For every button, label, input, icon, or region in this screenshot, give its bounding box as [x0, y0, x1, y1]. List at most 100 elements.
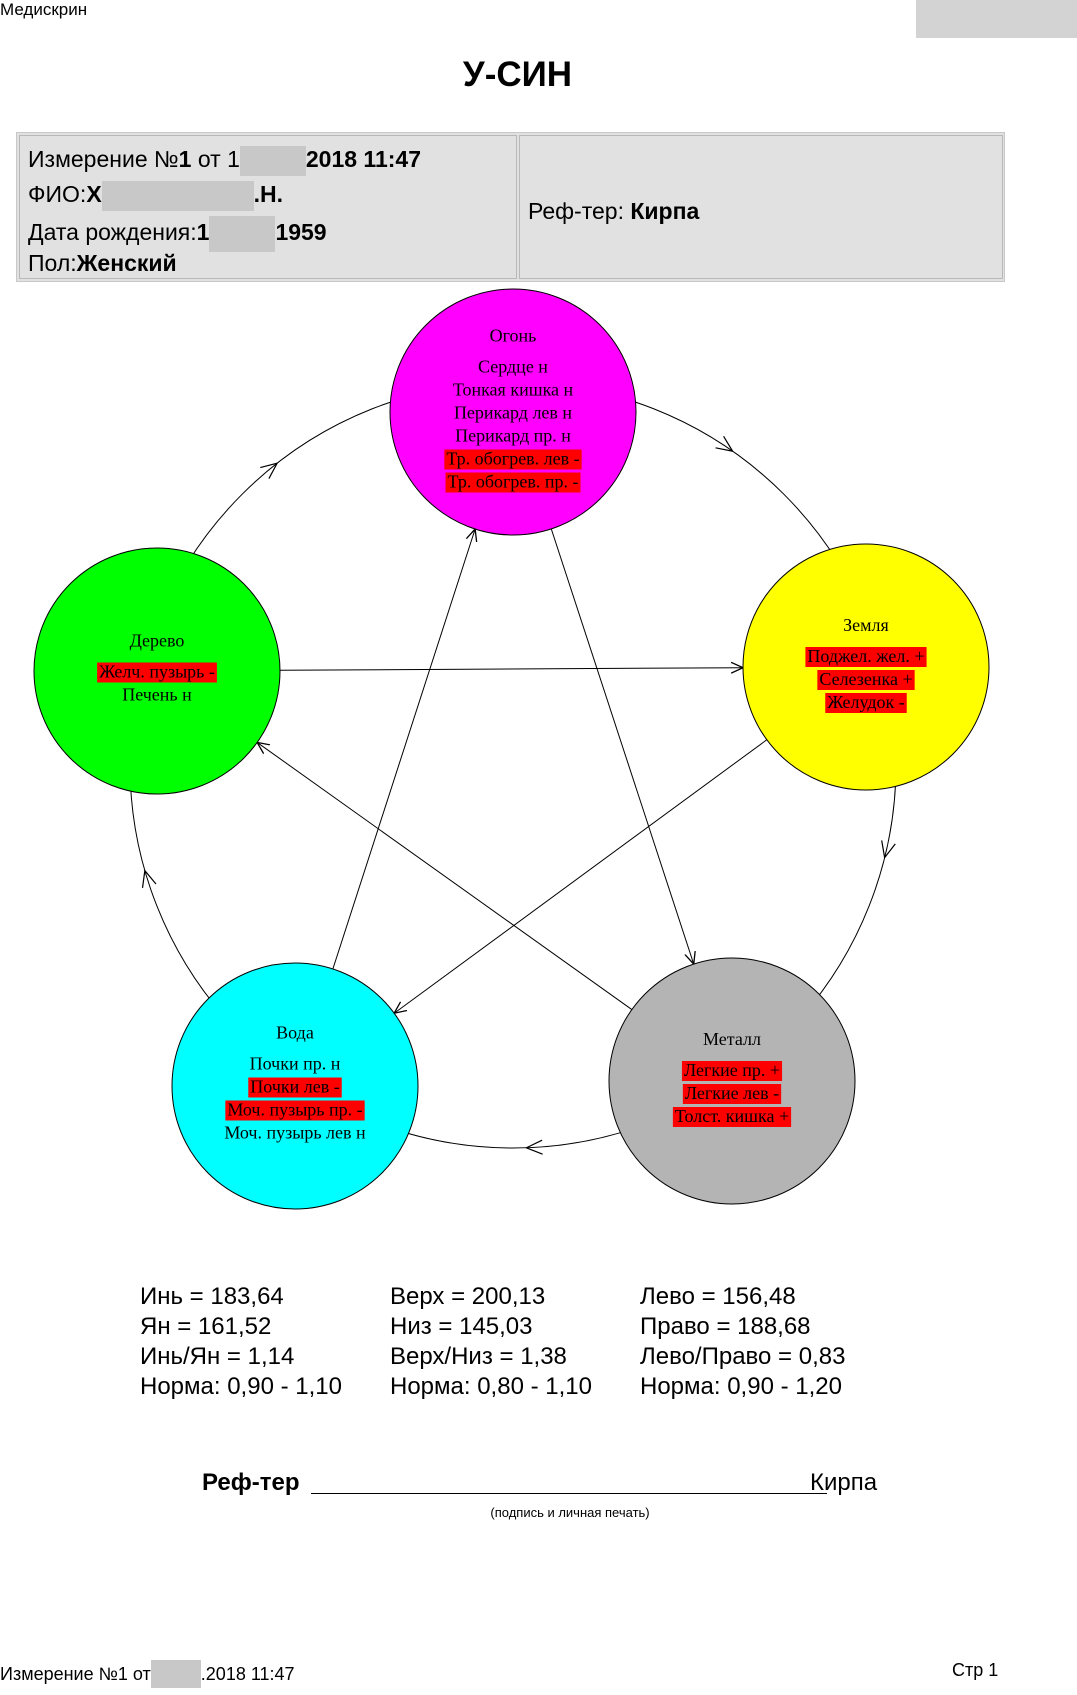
organ-highlight	[672, 1107, 792, 1127]
star-arrow-fire-to-metal	[550, 528, 693, 964]
organ-label: Перикард пр. н	[455, 426, 571, 446]
controlling-star	[257, 528, 768, 1013]
organ-label: Сердце н	[478, 357, 548, 377]
cycle-arrow-4	[141, 869, 157, 888]
birth-date: 1959	[275, 219, 327, 246]
stat-top-bottom-norm: Норма: 0,80 - 1,10	[390, 1373, 592, 1400]
signature-name: Кирпа	[810, 1469, 878, 1496]
stat-left-right-ratio: Лево/Право = 0,83	[640, 1343, 846, 1370]
sex-line: Пол:Женский	[28, 250, 177, 277]
app-name: Медискрин	[0, 0, 88, 19]
footer-measure: Измерение №1 от .2018 11:47	[0, 1660, 295, 1688]
organ-highlight	[225, 1100, 365, 1121]
organ-label: Тонкая кишка н	[453, 380, 574, 400]
organ-label: Почки пр. н	[250, 1054, 341, 1074]
organ-label: Моч. пузырь лев н	[224, 1123, 366, 1143]
footer-measure-prefix: Измерение №1 от	[0, 1664, 151, 1684]
organ-highlight	[445, 472, 581, 493]
referrer-line: Реф-тер: Кирпа	[528, 198, 699, 225]
stat-top-bottom-ratio: Верх/Низ = 1,38	[390, 1343, 567, 1370]
organ-label: Моч. пузырь пр. -	[227, 1100, 362, 1120]
stat-top: Верх = 200,13	[390, 1283, 546, 1310]
organ-label: Поджел. жел. +	[807, 646, 924, 666]
signature-label: Реф-тер	[202, 1469, 300, 1496]
star-arrow-water-to-fire	[332, 529, 475, 970]
measure-line: Измерение №1 от 1 2018 11:47	[28, 146, 421, 176]
fio-tail: .Н.	[253, 181, 284, 208]
organ-label: Желч. пузырь -	[99, 662, 215, 682]
measure-from: от 1	[191, 146, 240, 173]
organ-highlight	[805, 647, 927, 667]
organ-highlight	[682, 1084, 782, 1104]
organ-label: Тр. обогрев. лев -	[446, 449, 579, 469]
organ-highlight	[97, 662, 217, 683]
stat-yin: Инь = 183,64	[140, 1283, 284, 1310]
stat-right: Право = 188,68	[640, 1313, 811, 1340]
redacted-block	[150, 1660, 201, 1688]
star-arrow-wood-to-earth	[279, 668, 743, 671]
fio-line: ФИО:Х .Н.	[28, 181, 283, 211]
stat-bottom: Низ = 145,03	[390, 1313, 533, 1340]
organ-highlight	[817, 670, 915, 690]
stat-yang: Ян = 161,52	[140, 1313, 272, 1340]
sex-label: Пол:	[28, 250, 77, 276]
organ-label: Печень н	[122, 685, 192, 705]
organ-label: Желудок -	[827, 692, 904, 712]
stat-yin-yang-norm: Норма: 0,90 - 1,10	[140, 1373, 342, 1400]
organ-highlight	[248, 1077, 342, 1098]
organ-label: Толст. кишка +	[675, 1106, 789, 1126]
sex-value: Женский	[76, 250, 177, 276]
organ-highlight	[681, 1061, 783, 1081]
organ-label: Легкие лев -	[685, 1083, 779, 1103]
page-title: У-СИН	[462, 55, 573, 94]
birth-label: Дата рождения:	[28, 219, 197, 246]
redacted-block	[209, 216, 276, 252]
organ-label: Почки лев -	[250, 1077, 339, 1097]
cycle-arrow-3	[524, 1139, 543, 1155]
measure-number: 1	[178, 146, 192, 173]
redacted-block	[101, 181, 254, 211]
organ-label: Легкие пр. +	[684, 1060, 780, 1080]
star-arrow-earth-to-water	[394, 739, 768, 1013]
organ-label: Тр. обогрев. пр. -	[448, 472, 579, 492]
organ-label: Селезенка +	[819, 669, 912, 689]
redacted-block	[916, 0, 1077, 38]
stat-left-right-norm: Норма: 0,90 - 1,20	[640, 1373, 842, 1400]
organ-label: Перикард лев н	[454, 403, 572, 423]
page-number: Стр 1	[952, 1660, 999, 1680]
measure-label: Измерение №	[28, 146, 179, 173]
fio-start: Х	[86, 181, 102, 208]
birth-start: 1	[196, 219, 210, 246]
referrer-name: Кирпа	[630, 198, 700, 224]
element-name-earth: Земля	[843, 615, 889, 635]
element-name-fire: Огонь	[490, 326, 537, 346]
footer-measure-date: .2018 11:47	[200, 1664, 295, 1684]
measure-date: 2018 11:47	[305, 146, 421, 173]
referrer-info: Реф-тер: Кирпа	[519, 135, 1003, 279]
signature-line	[311, 1493, 827, 1494]
cycle-arrow-5	[260, 462, 279, 479]
organ-highlight	[825, 693, 907, 713]
element-name-wood: Дерево	[130, 631, 185, 651]
cycle-arrow-2	[881, 840, 896, 860]
signature-caption: (подпись и личная печать)	[490, 1505, 650, 1520]
cycle-arrow-1	[715, 436, 734, 453]
fio-label: ФИО:	[28, 181, 87, 208]
element-name-metal: Металл	[703, 1029, 761, 1049]
element-name-water: Вода	[276, 1023, 314, 1043]
organ-highlight	[444, 449, 582, 470]
referrer-label: Реф-тер:	[528, 198, 624, 224]
stat-left: Лево = 156,48	[640, 1283, 796, 1310]
star-arrow-metal-to-wood	[257, 742, 633, 1010]
redacted-block	[239, 146, 306, 176]
stat-yin-yang-ratio: Инь/Ян = 1,14	[140, 1343, 295, 1370]
birth-line: Дата рождения:1 1959	[28, 216, 327, 252]
